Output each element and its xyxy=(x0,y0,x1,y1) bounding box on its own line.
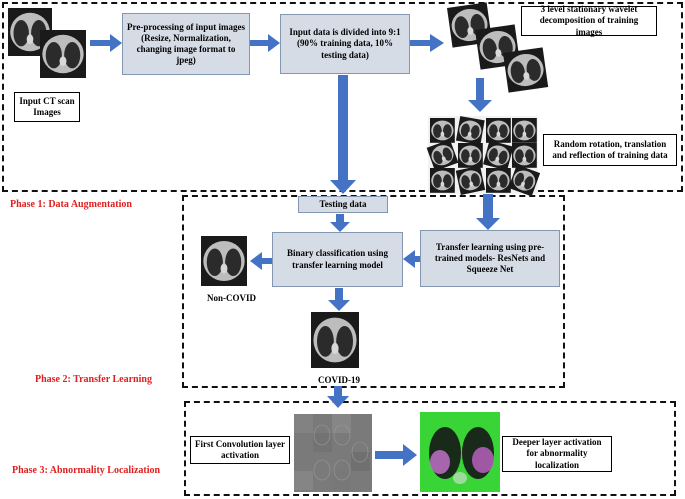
non-covid-label: Non-COVID xyxy=(207,293,257,303)
covid-label: COVID-19 xyxy=(318,375,360,385)
first-conv-activation-image xyxy=(294,414,372,492)
wavelet-box: 3 level stationary wavelet decomposition… xyxy=(521,4,657,37)
phase1-label: Phase 1: Data Augmentation xyxy=(10,199,132,210)
preprocess-box: Pre-processing of input images (Resize, … xyxy=(122,13,250,75)
augmented-images-grid xyxy=(426,116,541,197)
covid-ct-image xyxy=(311,312,359,368)
phase2-label: Phase 2: Transfer Learning xyxy=(35,374,152,385)
testing-data-box: Testing data xyxy=(298,196,388,213)
deeper-activation-image xyxy=(420,412,500,492)
deeper-layer-box: Deeper layer activation for abnormality … xyxy=(502,436,612,472)
phase3-label: Phase 3: Abnormality Localization xyxy=(12,465,161,476)
input-ct-label: Input CT scan Images xyxy=(14,92,80,122)
first-conv-box: First Convolution layer activation xyxy=(190,436,290,464)
non-covid-ct-image xyxy=(201,236,247,286)
split-box: Input data is divided into 9:1 (90% trai… xyxy=(280,14,410,74)
wavelet-image-3 xyxy=(503,47,549,93)
classification-box: Binary classification using transfer lea… xyxy=(272,232,403,287)
phase3-container xyxy=(184,401,676,496)
input-ct-image-2 xyxy=(40,30,86,78)
augment-box: Random rotation, translation and reflect… xyxy=(543,134,677,166)
flow-arrows xyxy=(90,34,500,466)
transfer-learning-box: Transfer learning using pre-trained mode… xyxy=(420,230,560,287)
